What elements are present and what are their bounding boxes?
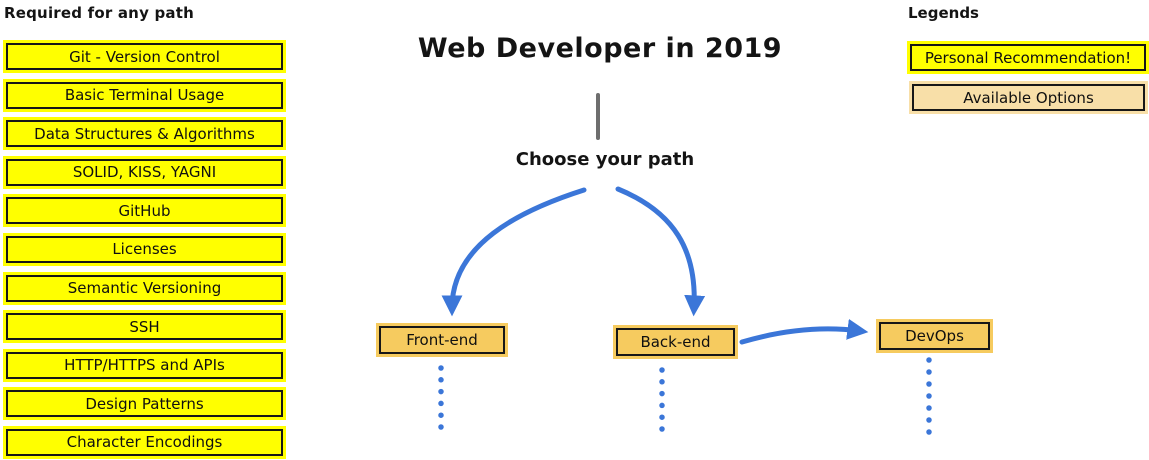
legend-available-options: Available Options xyxy=(912,84,1145,111)
required-item: Design Patterns xyxy=(6,390,283,418)
required-item: Data Structures & Algorithms xyxy=(6,120,283,148)
required-item: Basic Terminal Usage xyxy=(6,81,283,109)
page-title: Web Developer in 2019 xyxy=(417,33,783,64)
choose-path-label: Choose your path xyxy=(515,149,695,170)
required-item: Git - Version Control xyxy=(6,43,283,70)
required-item: Licenses xyxy=(6,235,283,263)
path-box-devops: DevOps xyxy=(879,322,990,350)
arrow-to-backend xyxy=(615,186,706,317)
path-box-frontend: Front-end xyxy=(379,326,505,354)
required-section-heading: Required for any path xyxy=(4,4,194,22)
legend-personal-recommendation: Personal Recommendation! xyxy=(910,44,1146,71)
title-connector-line xyxy=(596,93,600,140)
path-box-backend: Back-end xyxy=(616,328,735,356)
required-item: HTTP/HTTPS and APIs xyxy=(6,351,283,379)
required-item: SOLID, KISS, YAGNI xyxy=(6,158,283,186)
required-item: Character Encodings xyxy=(6,428,283,456)
required-item: SSH xyxy=(6,313,283,341)
required-item: GitHub xyxy=(6,197,283,225)
arrow-backend-to-devops xyxy=(739,318,869,345)
required-item: Semantic Versioning xyxy=(6,274,283,302)
arrow-to-frontend xyxy=(441,187,587,317)
legends-heading: Legends xyxy=(908,4,979,22)
